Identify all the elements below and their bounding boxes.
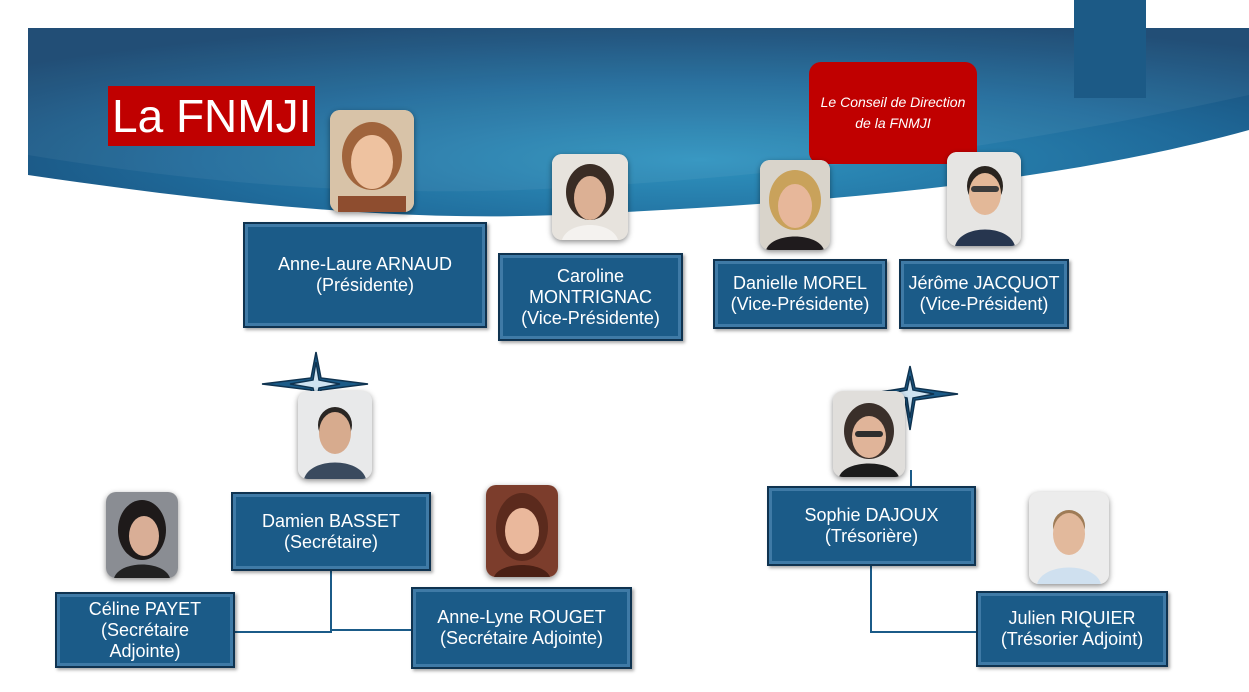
photo-rouget xyxy=(486,485,558,577)
member-role: (Secrétaire) xyxy=(283,531,379,552)
member-name: Anne-Laure ARNAUD xyxy=(277,254,453,274)
member-role: (Trésorière) xyxy=(824,526,919,546)
photo-basset xyxy=(298,391,372,479)
member-box-payet: Céline PAYET (Secrétaire Adjointe) xyxy=(55,592,235,668)
photo-montrignac xyxy=(552,154,628,240)
photo-arnaud xyxy=(330,110,414,212)
member-box-basset: Damien BASSET (Secrétaire) xyxy=(231,492,431,571)
member-box-morel: Danielle MOREL (Vice-Présidente) xyxy=(713,259,887,329)
photo-morel xyxy=(760,160,830,250)
member-box-jacquot: Jérôme JACQUOT (Vice-Président) xyxy=(899,259,1069,329)
corner-tab xyxy=(1074,0,1146,98)
member-role: (Vice-Présidente) xyxy=(521,307,660,328)
photo-jacquot xyxy=(947,152,1021,246)
member-role: (Trésorier Adjoint) xyxy=(1000,629,1144,649)
member-role: (Secrétaire Adjointe) xyxy=(100,619,190,661)
member-name: Damien BASSET xyxy=(261,510,401,531)
member-box-rouget: Anne-Lyne ROUGET (Secrétaire Adjointe) xyxy=(411,587,632,669)
member-role: (Vice-Président) xyxy=(919,294,1049,314)
star-decoration-right xyxy=(867,365,959,431)
member-name: Jérôme JACQUOT xyxy=(908,273,1060,293)
member-box-riquier: Julien RIQUIER (Trésorier Adjoint) xyxy=(976,591,1168,667)
member-name: Danielle MOREL xyxy=(732,273,868,293)
member-role: (Présidente) xyxy=(315,275,415,295)
member-name: Sophie DAJOUX xyxy=(804,505,939,525)
photo-payet xyxy=(106,492,178,578)
member-name: Julien RIQUIER xyxy=(1008,608,1136,628)
photo-dajoux xyxy=(833,391,905,477)
member-box-arnaud: Anne-Laure ARNAUD (Présidente) xyxy=(243,222,487,328)
council-callout: Le Conseil de Direction de la FNMJI xyxy=(809,62,977,164)
member-name: Céline PAYET xyxy=(88,598,202,619)
member-role: (Secrétaire Adjointe) xyxy=(439,628,604,648)
member-name: Caroline MONTRIGNAC xyxy=(529,265,652,307)
member-box-dajoux: Sophie DAJOUX (Trésorière) xyxy=(767,486,976,566)
member-role: (Vice-Présidente) xyxy=(730,294,870,314)
page-title: La FNMJI xyxy=(108,86,316,146)
photo-riquier xyxy=(1029,492,1109,584)
member-box-montrignac: Caroline MONTRIGNAC (Vice-Présidente) xyxy=(498,253,683,341)
member-name: Anne-Lyne ROUGET xyxy=(437,607,606,627)
